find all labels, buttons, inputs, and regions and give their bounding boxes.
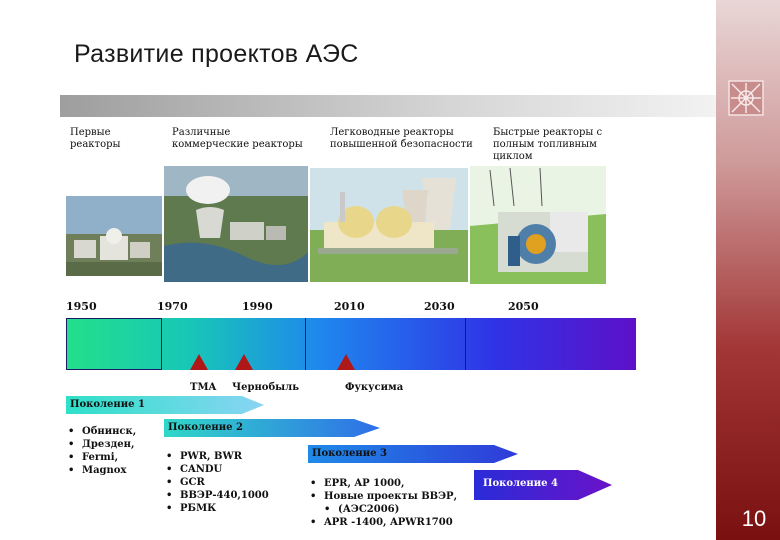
generation-3-arrow [308,445,518,463]
title-underline-bar [60,95,716,117]
year-label-2030: 2030 [424,300,455,313]
fast-reactor-photo [470,166,606,284]
generation-3-list: EPR, AP 1000, Новые проекты ВВЭР, (АЭС20… [310,477,457,529]
event-label-fukushima: Фукусима [345,382,404,393]
timeline-divider [465,318,466,370]
era-label-fast-reactors: Быстрые реакторы с полным топливным цикл… [493,127,603,162]
event-marker-tmi-icon [190,354,208,370]
generation-4-label: Поколение 4 [483,478,558,489]
year-label-1950: 1950 [66,300,97,313]
list-item: РБМК [166,502,269,515]
event-marker-chernobyl-icon [235,354,253,370]
year-label-1970: 1970 [157,300,188,313]
year-label-2050: 2050 [508,300,539,313]
generation-1-list: Обнинск, Дрезден, Fermi, Magnox [68,425,136,477]
list-item: EPR, AP 1000, [310,477,457,490]
generation-4-arrow [474,470,612,500]
year-label-2010: 2010 [334,300,365,313]
list-item: PWR, BWR [166,450,269,463]
page-number: 10 [741,506,767,531]
list-item: CANDU [166,463,269,476]
era-label-first-reactors: Первые реакторы [70,127,121,150]
institute-logo-icon [728,80,764,116]
list-item: ВВЭР-440,1000 [166,489,269,502]
era-label-light-water-reactors: Легководные реакторы повышенной безопасн… [330,127,473,150]
list-item: Дрезден, [68,438,136,451]
light-water-reactor-photo [310,168,468,282]
list-item: Обнинск, [68,425,136,438]
early-reactor-photo [66,196,162,276]
generation-3-label: Поколение 3 [312,448,387,459]
generation-2-label: Поколение 2 [168,422,243,433]
generation-2-arrow [164,419,380,437]
event-marker-fukushima-icon [337,354,355,370]
list-item: Новые проекты ВВЭР, [310,490,457,503]
list-item: GCR [166,476,269,489]
generation-1-arrow [66,396,264,414]
commercial-reactor-photo [164,166,308,282]
timeline-segment-first [66,318,162,370]
slide-title: Развитие проектов АЭС [74,40,359,68]
event-label-tmi: TMA [190,382,217,393]
event-label-chernobyl: Чернобыль [232,382,300,393]
timeline-divider [305,318,306,370]
list-item: Fermi, [68,451,136,464]
era-label-commercial-reactors: Различные коммерческие реакторы [172,127,303,150]
generation-2-list: PWR, BWR CANDU GCR ВВЭР-440,1000 РБМК [166,450,269,515]
year-label-1990: 1990 [242,300,273,313]
list-item: Magnox [68,464,136,477]
list-item: (АЭС2006) [310,503,457,516]
generation-1-label: Поколение 1 [70,399,145,410]
list-item: APR -1400, APWR1700 [310,516,457,529]
